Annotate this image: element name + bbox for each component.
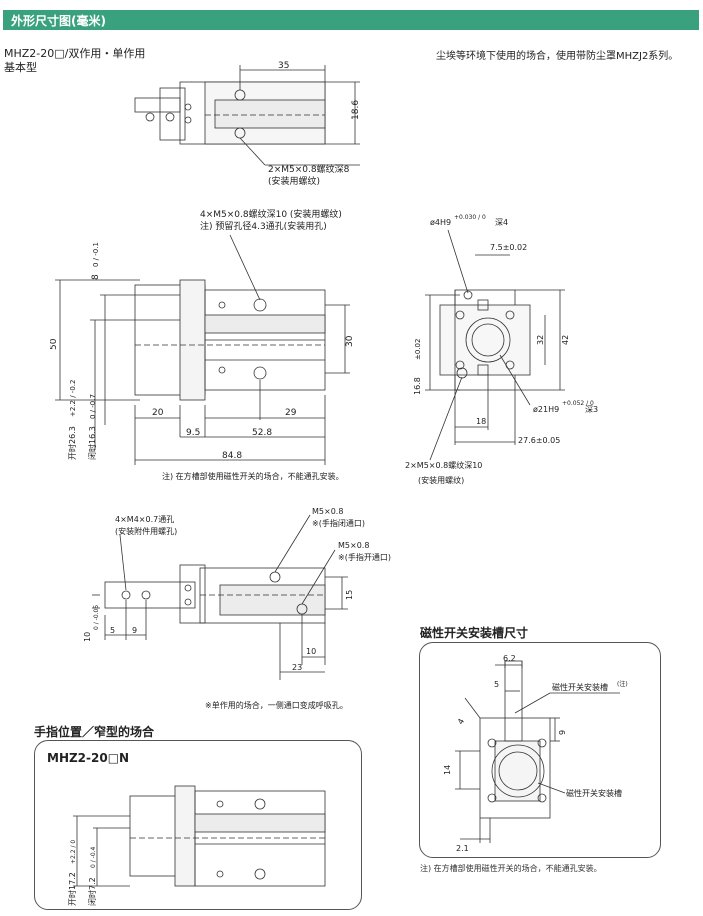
dim-6-2: 6.2	[503, 654, 516, 663]
end-thread-use: (安装用螺纹)	[418, 475, 464, 485]
dim-29: 29	[285, 408, 297, 418]
bottom-holes-use: (安装附件用螺孔)	[115, 526, 177, 536]
dim-20: 20	[152, 408, 164, 418]
dim-50: 50	[50, 338, 59, 350]
dim-2-1: 2.1	[456, 844, 469, 853]
dim-9-5: 9.5	[186, 428, 200, 438]
model-line2: 基本型	[4, 61, 37, 74]
dim-8-tol: 0 / -0.1	[92, 242, 100, 267]
single-note: ※单作用的场合，一侧通口变成呼吸孔。	[205, 700, 348, 710]
dim-5: 5	[110, 626, 115, 635]
open-tol: +2.2 / -0.2	[69, 380, 77, 417]
finger-open-label: 开时17.2	[67, 872, 77, 906]
dim-10-tol: 0 / -0.05	[93, 605, 100, 630]
close-label: 闭时16.3	[87, 426, 97, 460]
bottom-view-drawing: 4×M4×0.7通孔 (安装附件用螺孔) M5×0.8 ※(手指闭通口) M5×…	[83, 507, 391, 710]
dim-7-5: 7.5±0.02	[490, 243, 527, 252]
finger-close-label: 闭时7.2	[87, 877, 97, 906]
dim-16-8-tol: ±0.02	[414, 339, 422, 360]
top-view-drawing: 35 18.6 2×M5×0.8螺纹深8 (安装用螺纹)	[134, 61, 361, 187]
finger-section-box: MHZ2-20□N 开时17.2 +2.2 / 0 闭时7.2 0 / -0.4	[34, 740, 362, 910]
dim-52-8: 52.8	[252, 428, 272, 438]
top-thread: 2×M5×0.8螺纹深8	[268, 163, 350, 175]
header-bar: 外形尺寸图(毫米)	[3, 10, 699, 30]
dim-35: 35	[278, 61, 289, 71]
dim-16-8: 16.8	[413, 377, 422, 395]
dust-note: 尘埃等环境下使用的场合，使用带防尘罩MHZJ2系列。	[436, 51, 679, 62]
dim-23: 23	[292, 663, 302, 672]
close-tol: 0 / -0.7	[89, 394, 97, 419]
slot-section-box: 6.2 5 9 14 4 2.1 磁性开关安装槽 (注) 磁性开关安装槽	[419, 642, 661, 858]
dim-18: 18	[476, 417, 486, 426]
dim-15: 15	[345, 590, 354, 600]
finger-section-title: 手指位置／窄型的场合	[34, 725, 155, 739]
bore-depth: 深3	[585, 405, 598, 414]
dim-4: 4	[456, 717, 466, 726]
finger-open-tol: +2.2 / 0	[70, 840, 77, 864]
slot-footnote: 注) 在方槽部使用磁性开关的场合，不能通孔安装。	[420, 864, 602, 873]
dim-10-tol-label: 10	[83, 632, 92, 642]
top-thread-use: (安装用螺纹)	[268, 175, 320, 187]
bore: ø21H9	[533, 405, 559, 414]
bottom-holes: 4×M4×0.7通孔	[115, 514, 174, 524]
port-open-note: ※(手指开通口)	[338, 552, 391, 562]
main-view-drawing: 4×M5×0.8螺纹深10 (安装用螺纹) 注) 预留孔径4.3通孔(安装用孔)…	[50, 208, 355, 481]
pin-tol: +0.030 / 0	[454, 214, 486, 221]
slot-label-note: (注)	[617, 680, 628, 688]
dim-30: 30	[345, 335, 355, 347]
finger-drawing: 开时17.2 +2.2 / 0 闭时7.2 0 / -0.4	[67, 785, 326, 906]
dim-14: 14	[443, 765, 452, 775]
slot-label2: 磁性开关安装槽	[566, 788, 622, 798]
port-open: M5×0.8	[338, 541, 369, 550]
port-close: M5×0.8	[312, 507, 343, 516]
end-view-drawing: ø4H9 +0.030 / 0 深4 7.5±0.02 16.8 ±0.02 3…	[405, 214, 598, 485]
slot-drawing: 6.2 5 9 14 4 2.1 磁性开关安装槽 (注) 磁性开关安装槽	[443, 654, 628, 853]
dim-18-6: 18.6	[351, 100, 361, 120]
finger-close-tol: 0 / -0.4	[90, 846, 97, 868]
bore-tol: +0.052 / 0	[562, 400, 594, 407]
dim-5: 5	[494, 680, 499, 689]
pin-hole: ø4H9	[430, 218, 451, 227]
main-holes-note: 注) 预留孔径4.3通孔(安装用孔)	[200, 220, 327, 232]
main-holes: 4×M5×0.8螺纹深10 (安装用螺纹)	[200, 208, 342, 220]
dim-10: 10	[306, 647, 316, 656]
header-title: 外形尺寸图(毫米)	[11, 14, 106, 28]
main-footnote: 注) 在方槽部使用磁性开关的场合，不能通孔安装。	[162, 471, 344, 481]
dim-27-6: 27.6±0.05	[518, 436, 560, 445]
dim-8: 8	[91, 274, 101, 280]
model-title: MHZ2-20□/双作用・单作用 基本型	[4, 47, 145, 75]
model-line1: MHZ2-20□/双作用・单作用	[4, 47, 146, 60]
pin-depth: 深4	[495, 218, 508, 227]
finger-model: MHZ2-20□N	[47, 751, 130, 765]
dim-9: 9	[558, 730, 567, 735]
slot-section-title: 磁性开关安装槽尺寸	[420, 626, 529, 640]
open-label: 开时26.3	[67, 426, 77, 460]
dim-84-8: 84.8	[222, 451, 242, 461]
dim-32: 32	[536, 335, 545, 345]
end-thread: 2×M5×0.8螺纹深10	[405, 460, 482, 470]
dim-9: 9	[132, 626, 137, 635]
port-close-note: ※(手指闭通口)	[312, 518, 365, 528]
slot-label: 磁性开关安装槽	[552, 682, 608, 692]
dim-42: 42	[561, 335, 570, 345]
